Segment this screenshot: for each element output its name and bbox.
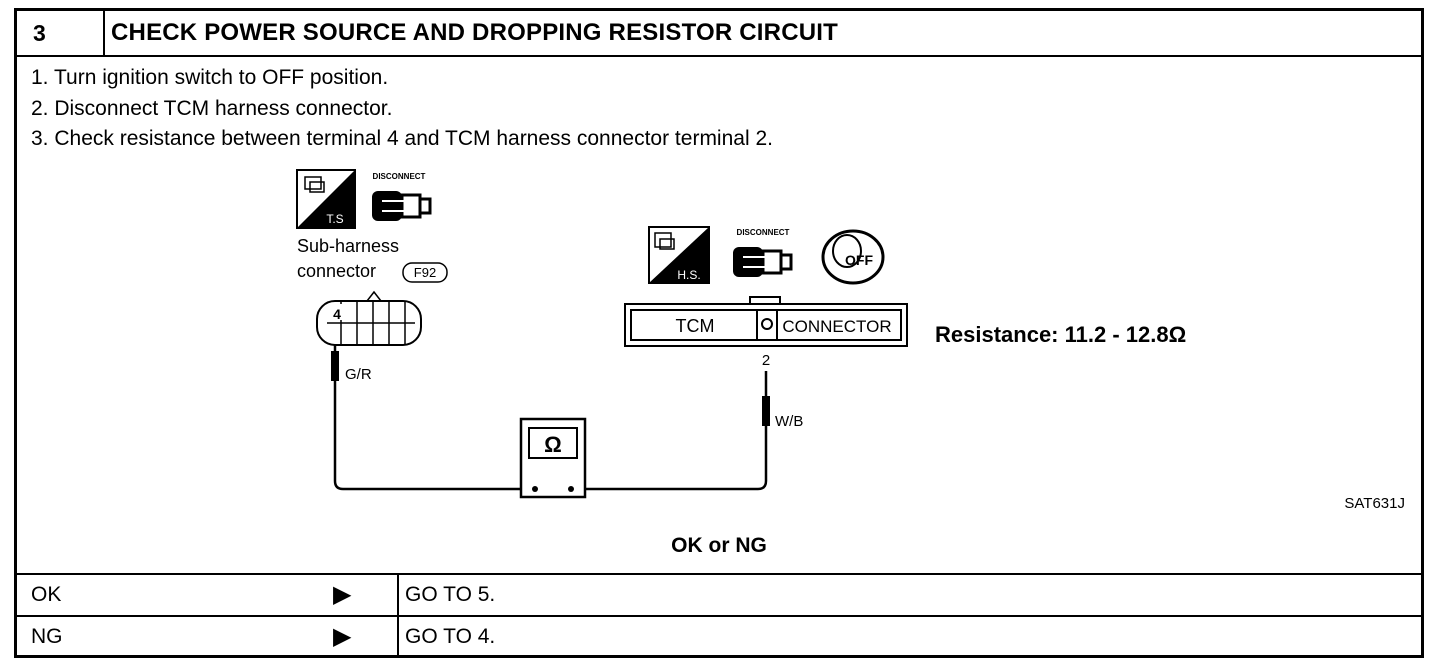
result-action: GO TO 5. — [405, 583, 496, 606]
figure-id: SAT631J — [1344, 495, 1405, 512]
wire-left: G/R — [331, 345, 521, 491]
harness-side-icon: H.S. — [648, 226, 710, 284]
hs-label: H.S. — [677, 268, 700, 282]
result-action: GO TO 4. — [405, 625, 496, 648]
disconnect-label: DISCONNECT — [373, 172, 426, 181]
column-divider — [397, 617, 399, 657]
result-row-ng: NG ▶ GO TO 4. — [17, 615, 1421, 657]
subharness-label-2: connector — [297, 261, 376, 281]
resistance-spec: Resistance: 11.2 - 12.8Ω — [935, 322, 1186, 347]
procedure-header: 3 CHECK POWER SOURCE AND DROPPING RESIST… — [17, 11, 1421, 57]
procedure-title: CHECK POWER SOURCE AND DROPPING RESISTOR… — [111, 19, 838, 46]
instruction-list: 1. Turn ignition switch to OFF position.… — [31, 63, 773, 155]
arrow-right-icon: ▶ — [333, 581, 352, 608]
instruction-step: 3. Check resistance between terminal 4 a… — [31, 127, 773, 150]
tcm-label: TCM — [676, 316, 715, 336]
wire-right: W/B 2 — [585, 352, 803, 491]
wire-color-wb: W/B — [775, 413, 803, 430]
result-label: OK — [31, 583, 62, 606]
terminal-2-label: 2 — [762, 352, 770, 369]
disconnect-icon: DISCONNECT — [372, 172, 432, 221]
wire-color-gr: G/R — [345, 366, 372, 383]
disconnect-icon-right: DISCONNECT — [733, 228, 793, 277]
ohmmeter: Ω — [519, 417, 587, 499]
instruction-step: 2. Disconnect TCM harness connector. — [31, 96, 393, 120]
ohm-symbol: Ω — [544, 432, 562, 457]
connector-label: CONNECTOR — [782, 317, 891, 336]
arrow-right-icon: ▶ — [333, 623, 352, 650]
result-row-ok: OK ▶ GO TO 5. — [17, 573, 1421, 615]
subharness-connector: 4 — [316, 290, 422, 346]
column-divider — [397, 575, 399, 615]
step-number: 3 — [17, 11, 105, 55]
procedure-frame: 3 CHECK POWER SOURCE AND DROPPING RESIST… — [14, 8, 1424, 658]
instruction-step: 1. Turn ignition switch to OFF position. — [31, 66, 389, 89]
test-step-icon: T.S — [296, 169, 356, 229]
result-question: OK or NG — [671, 534, 767, 557]
ts-label: T.S — [326, 212, 343, 226]
ignition-off-icon: OFF — [821, 229, 885, 285]
connector-id: F92 — [414, 265, 436, 280]
disconnect-label-right: DISCONNECT — [737, 228, 790, 237]
off-label: OFF — [845, 252, 873, 268]
terminal-4-label: 4 — [333, 306, 341, 322]
result-label: NG — [31, 625, 63, 648]
circuit-diagram: T.S DISCONNECT Sub-harness connector F92 — [296, 169, 1405, 512]
subharness-label: Sub-harness — [297, 236, 399, 256]
tcm-connector: TCM CONNECTOR — [624, 296, 908, 347]
